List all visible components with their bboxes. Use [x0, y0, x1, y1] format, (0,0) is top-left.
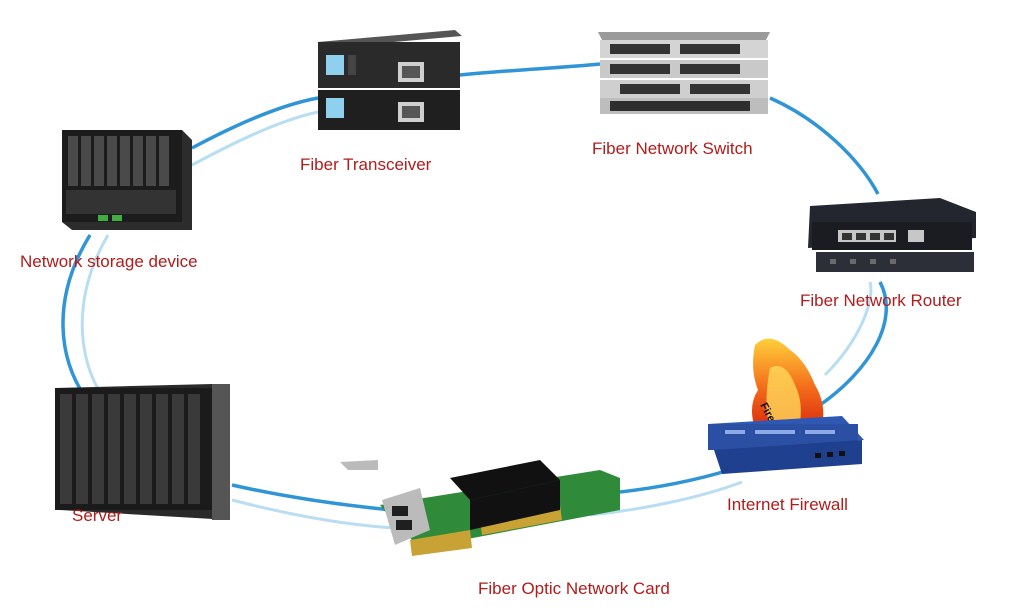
cable-inner	[823, 281, 873, 377]
router-icon	[808, 198, 976, 272]
cable-outer	[231, 483, 393, 512]
cable-outer	[818, 281, 888, 407]
storage-device-icon	[62, 130, 192, 230]
fiber-cable-ring	[61, 62, 888, 530]
fiber-transceiver-icon	[318, 30, 462, 130]
label-server: Server	[72, 506, 122, 525]
network-card-icon	[340, 460, 620, 556]
label-storage: Network storage device	[20, 252, 198, 271]
cable-inner	[191, 110, 319, 167]
cable-outer	[191, 96, 319, 150]
cable-inner	[231, 498, 396, 530]
cable-inner	[80, 234, 110, 393]
label-network-card: Fiber Optic Network Card	[478, 579, 670, 598]
cable-outer	[459, 62, 601, 77]
heatsink	[450, 460, 560, 530]
cable-outer	[61, 234, 92, 396]
firewall-icon: Firewall	[708, 338, 864, 474]
server-rack-icon	[55, 384, 230, 520]
label-firewall: Internet Firewall	[727, 495, 848, 514]
label-router: Fiber Network Router	[800, 291, 962, 310]
network-switch-icon	[598, 32, 770, 114]
cable-outer	[769, 96, 880, 195]
cable-inner	[589, 480, 743, 517]
label-transceiver: Fiber Transceiver	[300, 155, 432, 174]
label-switch: Fiber Network Switch	[592, 139, 753, 158]
